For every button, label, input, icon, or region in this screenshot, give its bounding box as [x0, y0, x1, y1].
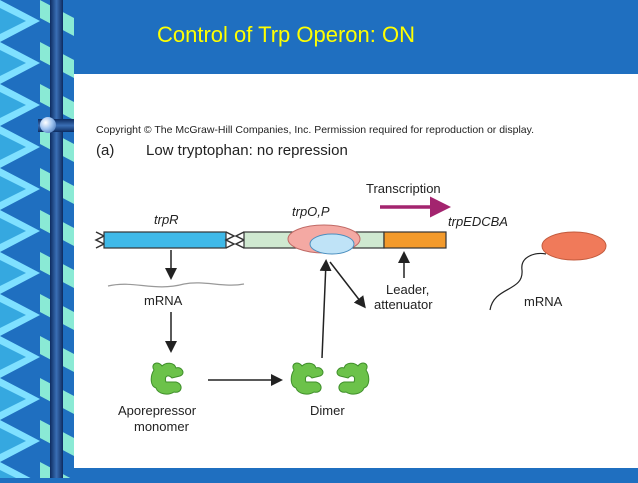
transcription-label: Transcription [366, 181, 441, 196]
mrna-product-blob [541, 231, 607, 261]
condition-label: Low tryptophan: no repression [146, 142, 348, 159]
arrow-dimer-to-operator [319, 259, 332, 359]
leader-label-2: attenuator [374, 297, 433, 312]
operon-diagram: Copyright © The McGraw-Hill Companies, I… [94, 124, 607, 434]
bar-knob [40, 117, 56, 133]
copyright-text: Copyright © The McGraw-Hill Companies, I… [96, 124, 534, 136]
polymerase-subunit [309, 233, 355, 255]
leader-label-1: Leader, [386, 282, 429, 297]
dna-break-left [94, 231, 106, 249]
panel-label: (a) [96, 142, 114, 159]
vertical-bar [50, 0, 63, 478]
trpR-label: trpR [154, 212, 179, 227]
arrow-operator-to-leader [329, 261, 366, 309]
trpR-gene [103, 231, 227, 249]
structural-genes [383, 231, 447, 249]
aporepressor-label-2: monomer [134, 419, 190, 434]
mrna-strand-right [489, 252, 547, 311]
dna-break-mid-a [224, 231, 236, 249]
dimer-right-shape [336, 362, 370, 395]
slide-title: Control of Trp Operon: ON [157, 22, 415, 47]
trpEDCBA-label: trpEDCBA [448, 214, 508, 229]
aporepressor-monomer-shape [150, 362, 184, 395]
aporepressor-label-1: Aporepressor [118, 403, 197, 418]
mrna-strand-left [107, 282, 245, 288]
dimer-label: Dimer [310, 403, 345, 418]
mrna-right-label: mRNA [524, 294, 563, 309]
dna-break-mid-b [234, 231, 246, 249]
figure-panel: Copyright © The McGraw-Hill Companies, I… [74, 74, 638, 468]
trpOP-label: trpO,P [292, 204, 330, 219]
mrna-left-label: mRNA [144, 293, 183, 308]
dimer-left-shape [290, 362, 324, 395]
